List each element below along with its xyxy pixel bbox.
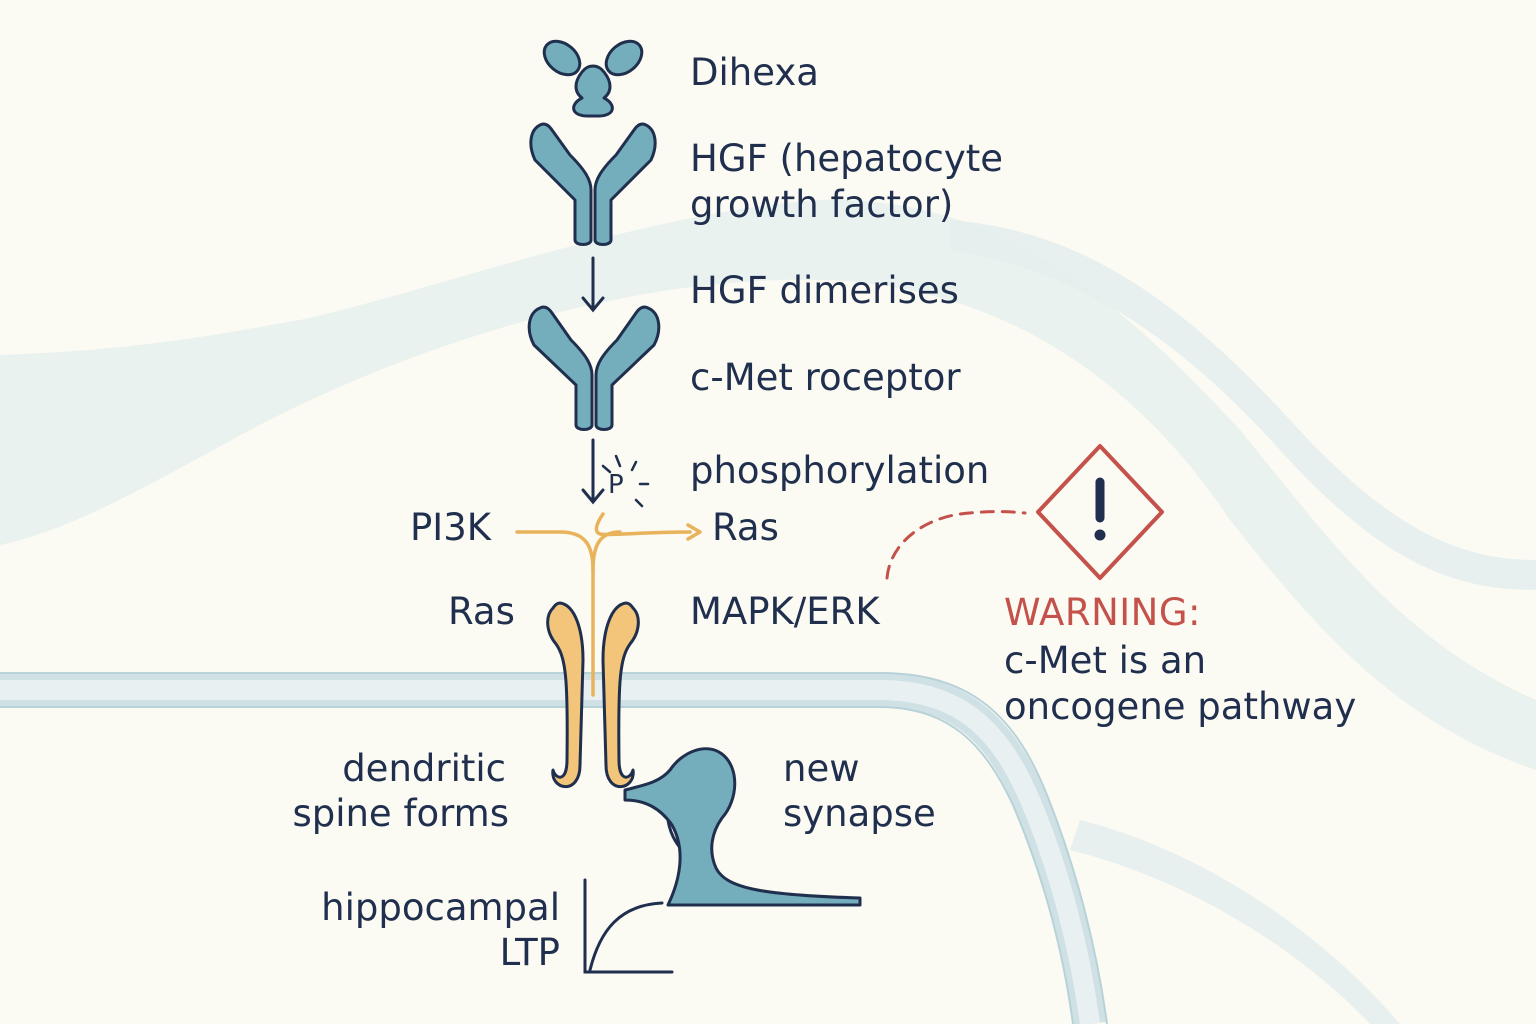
label-dendritic-line1: dendritic bbox=[342, 747, 506, 790]
neuron-outline bbox=[0, 199, 1536, 770]
label-synapse-line1: new bbox=[783, 747, 860, 790]
neuron-dendrite-upper bbox=[950, 220, 1536, 590]
label-ras-right: Ras bbox=[712, 506, 779, 549]
label-mapk-erk: MAPK/ERK bbox=[690, 590, 880, 633]
phosphate-burst-icon bbox=[601, 454, 650, 508]
arrow-dimerise bbox=[581, 256, 605, 313]
label-dendritic-line2: spine forms bbox=[292, 792, 509, 835]
arrow-to-ras bbox=[686, 523, 702, 541]
arrow-phosphorylation bbox=[581, 438, 605, 505]
cmet-receptor-icon bbox=[527, 305, 661, 431]
signal-branches bbox=[515, 512, 692, 697]
hgf-protein-icon bbox=[529, 122, 657, 246]
warning-title: WARNING: bbox=[1004, 591, 1201, 634]
label-ras-left: Ras bbox=[448, 590, 515, 633]
synapse-spine-icon bbox=[623, 747, 862, 907]
label-ltp-line1: hippocampal bbox=[321, 886, 560, 929]
ltp-curve-icon bbox=[583, 878, 674, 974]
label-hgf-line1: HGF (hepatocyte bbox=[690, 137, 1004, 180]
transmembrane-ras-icon bbox=[546, 601, 640, 789]
label-hgf-dimerises: HGF dimerises bbox=[690, 269, 959, 312]
warning-icon bbox=[1036, 444, 1164, 580]
warning-connector bbox=[885, 510, 1027, 580]
warning-text-line1: c-Met is an bbox=[1004, 639, 1207, 682]
label-ltp-line2: LTP bbox=[499, 931, 560, 974]
label-pi3k: PI3K bbox=[410, 506, 492, 549]
label-cmet-receptor: c-Met roceptor bbox=[690, 356, 961, 399]
warning-text-line2: oncogene pathway bbox=[1004, 685, 1357, 728]
neuron-dendrite-lower bbox=[1070, 820, 1400, 1024]
dihexa-molecule-icon bbox=[542, 39, 644, 118]
label-phosphorylation: phosphorylation bbox=[690, 449, 990, 492]
label-synapse-line2: synapse bbox=[783, 792, 936, 835]
label-phospho-marker: P bbox=[608, 470, 624, 500]
label-dihexa: Dihexa bbox=[690, 51, 819, 94]
label-hgf-line2: growth factor) bbox=[690, 183, 954, 226]
